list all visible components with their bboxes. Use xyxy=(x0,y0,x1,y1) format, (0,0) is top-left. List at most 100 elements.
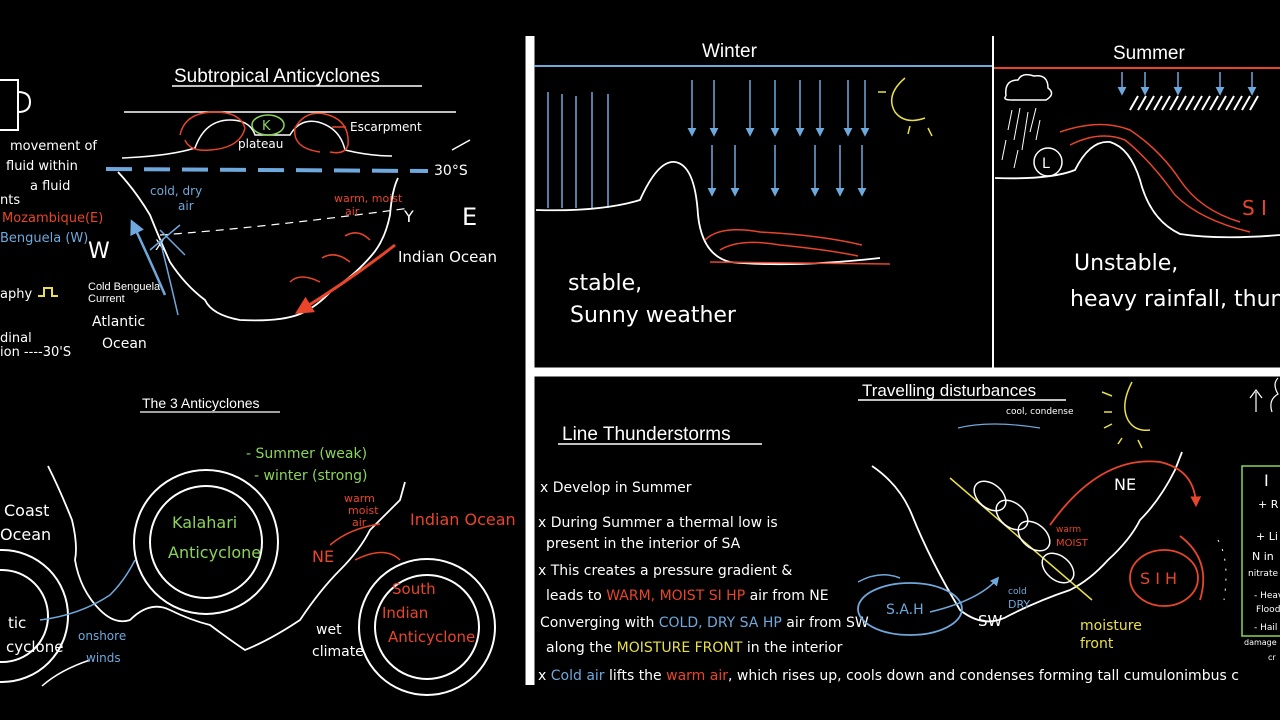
anticyclone-left-label: cyclone xyxy=(6,638,63,656)
side-note: Flood xyxy=(1256,605,1280,615)
side-note: cr xyxy=(1268,653,1276,662)
stable-note: Sunny weather xyxy=(570,303,737,328)
cool-condense-label: cool, condense xyxy=(1006,407,1074,417)
indian-ocean-label: Indian Ocean xyxy=(410,510,516,529)
escarpment-label: Escarpment xyxy=(350,120,422,134)
panel-title: Subtropical Anticyclones xyxy=(174,66,380,87)
sw-label: SW xyxy=(978,612,1003,630)
rain-streaks xyxy=(1001,107,1041,169)
bullet-line: leads to WARM, MOIST SI HP air from NE xyxy=(546,588,829,604)
bullet-line: x Develop in Summer xyxy=(540,480,692,496)
warm-label: warm xyxy=(1056,525,1081,535)
bullet-line: Converging with COLD, DRY SA HP air from… xyxy=(540,615,869,631)
bullet-line: x During Summer a thermal low is xyxy=(538,515,778,531)
side-note: I xyxy=(1264,471,1269,490)
side-note: N in xyxy=(1252,550,1274,563)
left-note: movement of xyxy=(10,139,97,154)
side-note: - Heav xyxy=(1254,591,1280,601)
bullet-segment: leads to xyxy=(546,588,606,604)
unstable-note: heavy rainfall, thunde xyxy=(1070,287,1280,312)
bullet-segment: lifts the xyxy=(605,668,667,684)
left-note: fluid within xyxy=(6,159,78,174)
plateau-label: plateau xyxy=(238,137,283,151)
sih-label: S I xyxy=(1242,196,1267,220)
panel-title: Winter xyxy=(702,41,758,62)
unstable-note: Unstable, xyxy=(1074,251,1178,276)
panel-dividers xyxy=(525,36,1280,685)
bullet-segment: Cold air xyxy=(551,668,605,684)
bullet-line: x This creates a pressure gradient & xyxy=(538,563,792,579)
cumulonimbus-clouds xyxy=(973,480,1075,584)
low-label: L xyxy=(1042,156,1050,172)
side-note: damage xyxy=(1244,638,1277,647)
bullet-segment: MOISTURE FRONT xyxy=(617,640,743,656)
cloud-icon xyxy=(1004,73,1053,101)
air-label: air xyxy=(352,516,367,529)
bullet-segment: x xyxy=(538,668,551,684)
panel-subtropical-anticyclones: Subtropical Anticyclones movement of flu… xyxy=(0,66,497,360)
side-note: - Hail xyxy=(1254,623,1277,633)
cold-dry-label: air xyxy=(178,199,194,213)
bullet-segment: x During Summer a thermal low is xyxy=(538,515,778,531)
y-label: Y xyxy=(403,207,414,226)
bullet-line: along the MOISTURE FRONT in the interior xyxy=(546,640,843,656)
winter-strong-label: - winter (strong) xyxy=(254,468,368,484)
indian-ocean-label: Indian Ocean xyxy=(398,248,497,266)
sah-label: S.A.H xyxy=(886,602,924,618)
bullet-line: present in the interior of SA xyxy=(546,536,741,552)
panel-three-anticyclones: The 3 Anticyclones Coast Ocean - Summer … xyxy=(0,395,516,696)
west-label: W xyxy=(88,239,110,264)
east-label: E xyxy=(462,203,477,231)
hatch-band xyxy=(1129,95,1259,111)
ocean-label: Ocean xyxy=(0,525,51,544)
ne-label: NE xyxy=(312,547,334,566)
warm-label: warm xyxy=(344,492,375,505)
travelling-title: Travelling disturbances xyxy=(862,381,1036,400)
coast-label: Coast xyxy=(4,501,49,520)
left-note: ion ----30'S xyxy=(0,345,71,360)
left-note: Benguela (W) xyxy=(0,231,88,246)
ne-label: NE xyxy=(1114,475,1136,494)
bullet-segment: air from SW xyxy=(782,615,869,631)
cold-dry-label: cold, dry xyxy=(150,184,202,198)
benguela-label: Cold Benguela xyxy=(88,281,161,293)
south-indian-label: South xyxy=(392,580,436,598)
bullet-segment: COLD, DRY SA HP xyxy=(659,615,782,631)
x-label: X xyxy=(155,238,165,254)
anticyclone-left-label: tic xyxy=(8,614,26,632)
bullet-segment: along the xyxy=(546,640,617,656)
latitude-label: 30°S xyxy=(434,163,468,179)
cold-label: cold xyxy=(1008,587,1027,597)
onshore-winds-label: onshore xyxy=(78,629,126,643)
side-note: + Li xyxy=(1256,530,1278,543)
kalahari-label: Anticyclone xyxy=(168,543,261,562)
warm-moist-label: warm, moist xyxy=(334,192,403,205)
bullet-segment: in the interior xyxy=(742,640,842,656)
panel-title: Line Thunderstorms xyxy=(562,424,731,445)
onshore-winds-label: winds xyxy=(86,651,121,665)
stable-note: stable, xyxy=(568,271,642,296)
bullet-segment: Summer xyxy=(632,480,692,496)
bullet-segment: x Develop in xyxy=(540,480,632,496)
mug-icon xyxy=(0,79,32,131)
left-note: Mozambique(E) xyxy=(2,211,103,226)
left-note: dinal xyxy=(0,331,32,346)
south-indian-label: Indian xyxy=(382,604,428,622)
panel-line-thunderstorms: Line Thunderstorms Travelling disturbanc… xyxy=(538,377,1280,684)
wet-climate-label: climate xyxy=(312,644,364,660)
wet-climate-label: wet xyxy=(316,622,342,638)
benguela-label: Current xyxy=(88,293,125,305)
south-indian-label: Anticyclone xyxy=(388,628,475,646)
kalahari-k-label: K xyxy=(262,119,271,134)
atlantic-label: Atlantic xyxy=(92,314,145,330)
panel-summer: Summer L S I Unstable, heavy rainfall, t… xyxy=(994,43,1280,312)
bullet-segment: Converging with xyxy=(540,615,659,631)
left-note: aphy xyxy=(0,287,32,302)
kalahari-label: Kalahari xyxy=(172,513,237,532)
panel-title: Summer xyxy=(1113,43,1185,64)
bullet-line: x Cold air lifts the warm air, which ris… xyxy=(538,668,1239,684)
bullet-segment: air from NE xyxy=(745,588,828,604)
moist-label: MOIST xyxy=(1056,538,1089,549)
panel-title: The 3 Anticyclones xyxy=(142,395,260,411)
moist-label: moist xyxy=(348,504,379,517)
